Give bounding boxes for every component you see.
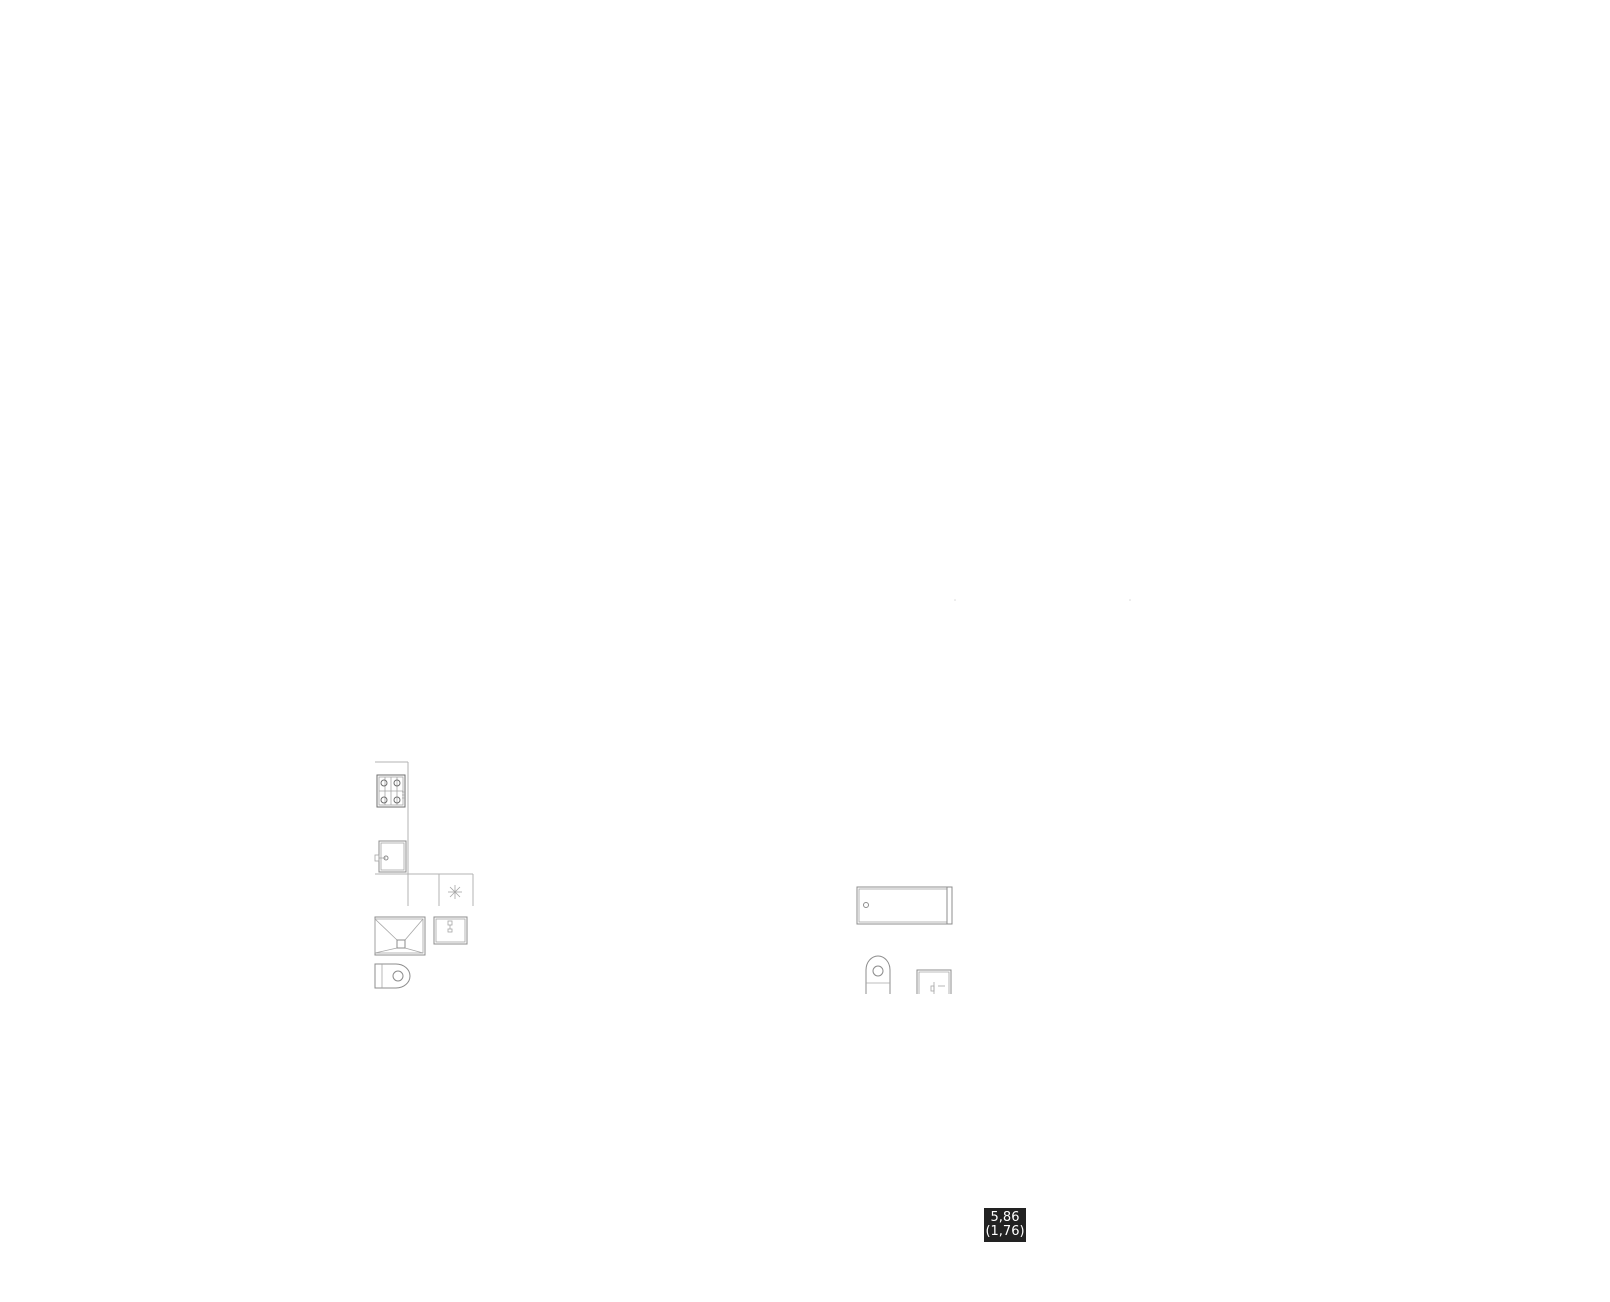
ceiling-light-icon xyxy=(448,885,462,899)
kitchen-sink-icon xyxy=(374,840,407,873)
toilet-icon xyxy=(374,963,411,989)
room-area-label[interactable]: 5,86 (1,76) xyxy=(984,1208,1026,1242)
gas-cooktop-icon xyxy=(376,774,406,808)
kitchen-counter xyxy=(375,761,474,906)
washbasin-icon xyxy=(433,916,468,945)
washbasin-icon xyxy=(916,969,952,994)
bathtub-icon xyxy=(856,886,953,925)
faint-marks xyxy=(954,599,1131,601)
shower-tray-icon xyxy=(374,916,426,956)
room-area-secondary: (1,76) xyxy=(985,1224,1025,1239)
toilet-icon xyxy=(865,955,891,994)
room-area-value: 5,86 xyxy=(990,1210,1020,1225)
